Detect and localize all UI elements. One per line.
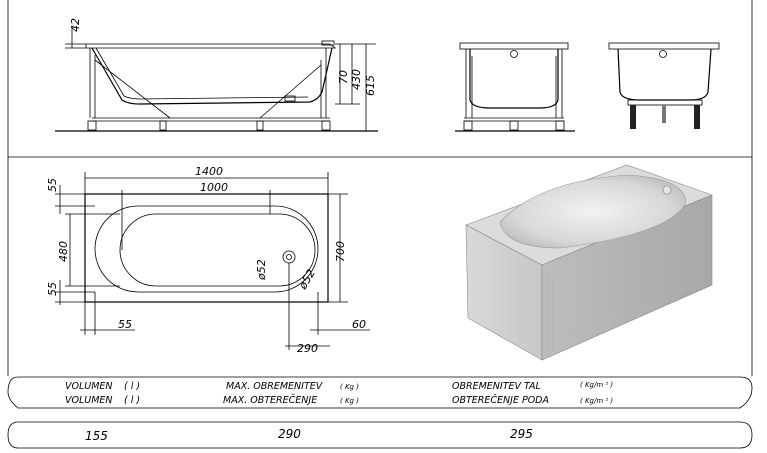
svg-text:OBREMENITEV TAL: OBREMENITEV TAL — [452, 381, 541, 392]
svg-text:MAX. OBREMENITEV: MAX. OBREMENITEV — [226, 381, 324, 392]
dim-430: 430 — [350, 69, 363, 90]
dim-70: 70 — [337, 70, 350, 84]
svg-text:( Kg ): ( Kg ) — [340, 397, 359, 405]
svg-text:( Kg/m ² ): ( Kg/m ² ) — [580, 397, 613, 405]
dim-inner-length: 1000 — [200, 181, 228, 194]
dim-drain-pos: 290 — [297, 342, 318, 355]
dim-615: 615 — [364, 75, 377, 96]
svg-text:VOLUMEN: VOLUMEN — [65, 381, 113, 392]
dim-drain1: ø52 — [255, 259, 268, 281]
volume-label-2: VOLUMEN — [65, 395, 113, 406]
end-elevation-legs — [608, 42, 720, 129]
dim-outer-width: 700 — [334, 241, 347, 262]
volume-label-1: VOLUMEN — [65, 381, 113, 392]
dim-top-offset: 55 — [46, 178, 59, 192]
dim-rim: 42 — [69, 18, 82, 32]
floor-unit-1: ( Kg/m ² ) — [580, 381, 613, 389]
load-label-2: MAX. OBTEREČENJE — [223, 394, 317, 406]
end-elevation-frame — [455, 42, 575, 132]
floor-label-1: OBREMENITEV TAL — [452, 381, 541, 392]
svg-text:( l ): ( l ) — [124, 395, 140, 406]
volume-unit-1: ( l ) — [124, 381, 140, 392]
load-unit-1: ( Kg ) — [340, 383, 359, 391]
dim-length: 1400 — [195, 165, 223, 178]
floor-label-2: OBTEREČENJE PODA — [452, 394, 549, 406]
floor-unit-2: ( Kg/m ² ) — [580, 397, 613, 405]
svg-text:VOLUMEN: VOLUMEN — [65, 395, 113, 406]
dim-inner-width: 480 — [57, 241, 70, 262]
load-unit-2: ( Kg ) — [340, 397, 359, 405]
svg-text:( Kg ): ( Kg ) — [340, 383, 359, 391]
side-elevation: 42 70 430 615 — [55, 18, 378, 132]
volume-unit-2: ( l ) — [124, 395, 140, 406]
load-label-1: MAX. OBREMENITEV — [226, 381, 324, 392]
svg-text:( l ): ( l ) — [124, 381, 140, 392]
svg-text:MAX. OBTEREČENJE: MAX. OBTEREČENJE — [223, 394, 317, 406]
load-value: 290 — [278, 427, 301, 441]
dim-left-offset: 55 — [118, 318, 132, 331]
spec-table: VOLUMEN ( l ) MAX. OBREMENITEV ( Kg ) OB… — [7, 376, 753, 449]
dim-side-offset: 55 — [46, 282, 59, 296]
floor-value: 295 — [510, 427, 533, 441]
svg-text:( Kg/m ² ): ( Kg/m ² ) — [580, 381, 613, 389]
dim-right-offset: 60 — [352, 318, 366, 331]
svg-text:OBTEREČENJE PODA: OBTEREČENJE PODA — [452, 394, 549, 406]
bathtub-3d-render — [465, 164, 713, 361]
volume-value: 155 — [85, 429, 108, 443]
